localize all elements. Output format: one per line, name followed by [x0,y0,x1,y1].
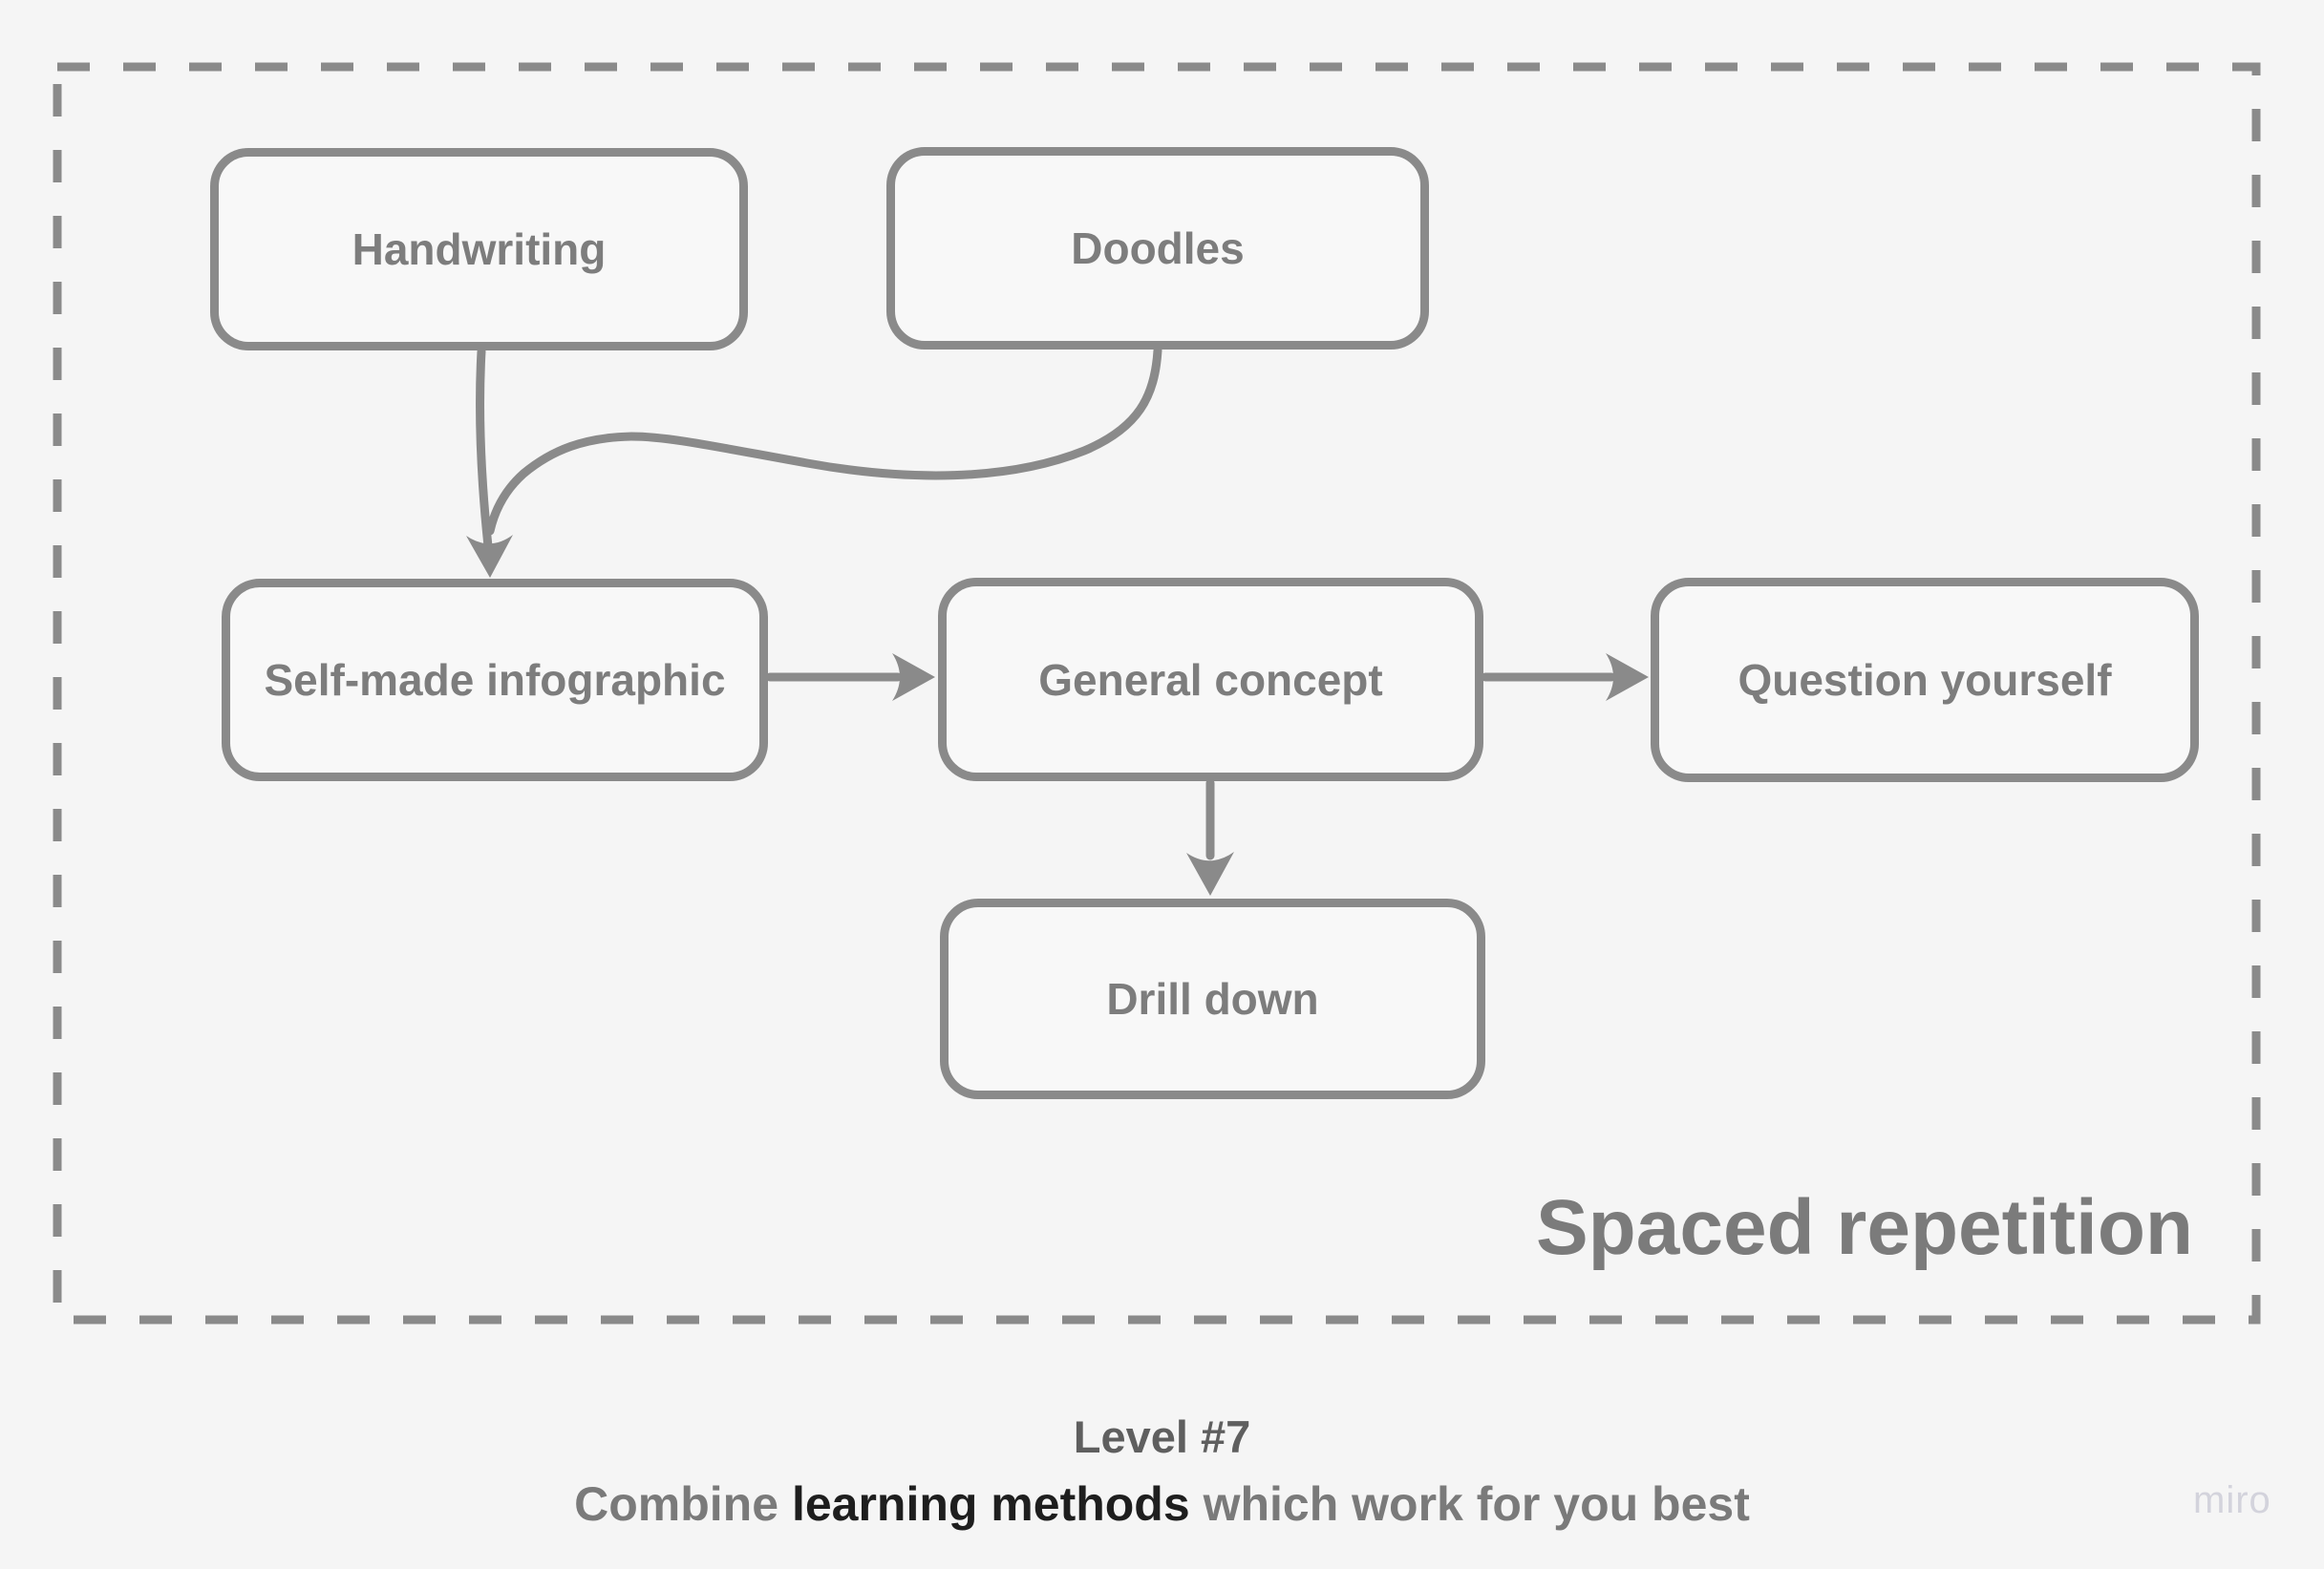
node-self-made-infographic[interactable]: Self-made infographic [222,579,768,781]
arrowhead-right-general [892,653,935,701]
edge-doodles-to-infographic [485,346,1162,536]
caption-block: Level #7 Combine learning methods which … [0,1410,2324,1532]
miro-watermark-logo: miro [2193,1479,2271,1521]
node-doodles[interactable]: Doodles [886,147,1429,350]
caption-sentence-suffix: which work for you best [1189,1477,1750,1531]
edge-general-to-question [1481,653,1649,701]
arrowhead-down-infographic [466,535,513,578]
node-general-concept-label: General concept [1038,654,1383,705]
edge-handwriting-to-infographic [466,347,513,578]
node-handwriting-label: Handwriting [352,224,607,274]
node-handwriting[interactable]: Handwriting [210,148,748,350]
caption-sentence: Combine learning methods which work for … [0,1476,2324,1532]
board-title: Spaced repetition [1535,1184,2193,1271]
arrowhead-down-drilldown [1186,852,1234,896]
node-question-yourself-label: Question yourself [1738,655,2112,705]
frame-dashed-border [53,62,2261,1325]
node-doodles-label: Doodles [1071,223,1245,273]
caption-level: Level #7 [1073,1411,1251,1462]
node-question-yourself[interactable]: Question yourself [1651,578,2199,782]
arrowhead-right-question [1606,653,1649,701]
caption-sentence-emphasis: learning methods [791,1477,1190,1531]
node-drill-down-label: Drill down [1106,974,1319,1024]
caption-sentence-prefix: Combine [574,1477,792,1531]
node-general-concept[interactable]: General concept [938,578,1483,781]
edge-general-to-drilldown [1186,778,1234,896]
node-drill-down[interactable]: Drill down [940,899,1485,1099]
node-self-made-infographic-label: Self-made infographic [264,655,726,705]
edge-infographic-to-general [765,653,935,701]
